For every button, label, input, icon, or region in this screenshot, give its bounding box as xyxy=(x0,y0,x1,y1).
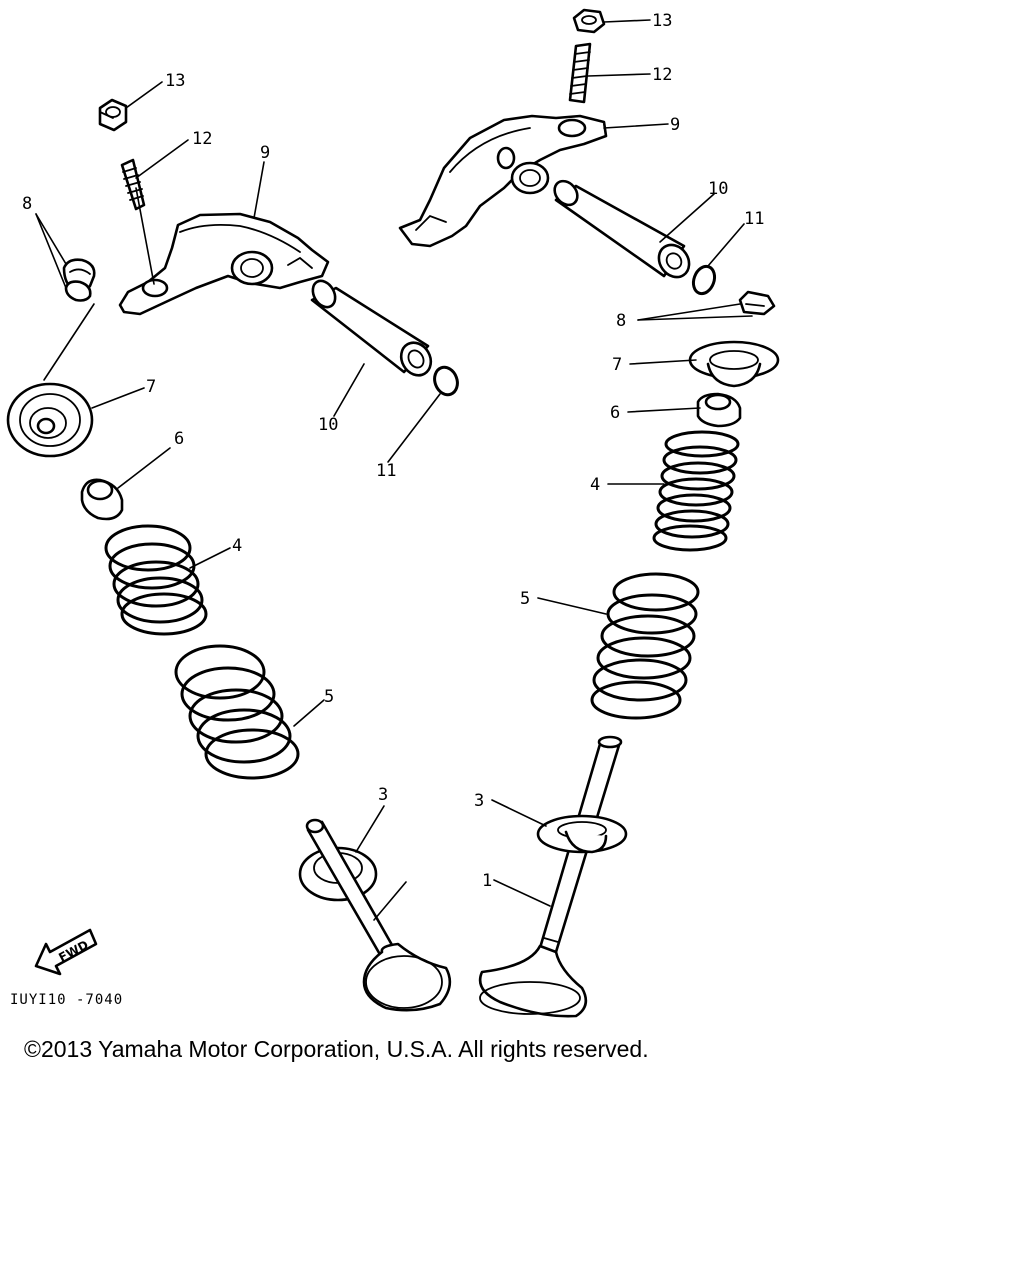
callout-5-left: 5 xyxy=(324,687,334,707)
callout-7-left: 7 xyxy=(146,377,156,397)
leader-lines xyxy=(35,19,753,921)
part-12-stud-right xyxy=(568,42,592,104)
part-12-stud-left xyxy=(120,158,146,211)
part-4-inner-spring-right xyxy=(652,430,740,552)
callout-10-left: 10 xyxy=(318,415,338,435)
part-1-valve-right xyxy=(478,735,623,1018)
part-10-rocker-shaft-right xyxy=(553,179,691,279)
callout-6-right: 6 xyxy=(610,403,620,423)
callout-11-right: 11 xyxy=(744,209,764,229)
copyright-notice: ©2013 Yamaha Motor Corporation, U.S.A. A… xyxy=(24,1036,649,1062)
exploded-parts-diagram: 13 12 9 8 7 6 4 5 10 11 3 13 12 9 10 11 … xyxy=(6,8,780,1018)
part-9-rocker-arm-left xyxy=(118,212,330,316)
callout-3-left: 3 xyxy=(378,785,388,805)
callout-12-left: 12 xyxy=(192,129,212,149)
part-6-stem-seal-right xyxy=(696,392,742,428)
part-7-spring-retainer-right xyxy=(688,340,780,388)
callout-13-left: 13 xyxy=(165,71,185,91)
callout-labels: 13 12 9 8 7 6 4 5 10 11 3 13 12 9 10 11 … xyxy=(22,11,764,891)
part-2-valve-left xyxy=(305,818,452,1012)
part-5-outer-spring-right xyxy=(590,572,700,720)
diagram-code: IUYI10 -7040 xyxy=(10,992,123,1008)
callout-9-left: 9 xyxy=(260,143,270,163)
callout-1-right: 1 xyxy=(482,871,492,891)
part-6-stem-seal-left xyxy=(80,478,124,521)
part-3-spring-seat-right xyxy=(536,814,628,854)
callout-12-right: 12 xyxy=(652,65,672,85)
callout-11-left: 11 xyxy=(376,461,396,481)
part-10-rocker-shaft-left xyxy=(310,279,433,377)
part-7-spring-retainer-left xyxy=(6,382,94,458)
part-8-valve-keepers-right xyxy=(738,290,776,316)
callout-7-right: 7 xyxy=(612,355,622,375)
part-13-nut-left xyxy=(98,98,128,132)
part-5-outer-spring-left xyxy=(174,644,300,780)
callout-5-right: 5 xyxy=(520,589,530,609)
callout-10-right: 10 xyxy=(708,179,728,199)
callout-8-right: 8 xyxy=(616,311,626,331)
callout-4-left: 4 xyxy=(232,536,242,556)
callout-8-left: 8 xyxy=(22,194,32,214)
part-13-nut-right xyxy=(572,8,606,34)
callout-3-right: 3 xyxy=(474,791,484,811)
part-11-o-ring-right xyxy=(691,264,717,296)
part-11-o-ring-left xyxy=(433,365,459,397)
callout-4-right: 4 xyxy=(590,475,600,495)
fwd-arrow-icon: FWD xyxy=(34,928,98,976)
part-4-inner-spring-left xyxy=(104,524,208,636)
callout-6-left: 6 xyxy=(174,429,184,449)
part-8-valve-keepers-left xyxy=(62,258,96,302)
callout-13-right: 13 xyxy=(652,11,672,31)
part-9-rocker-arm-right xyxy=(398,114,608,248)
callout-9-right: 9 xyxy=(670,115,680,135)
